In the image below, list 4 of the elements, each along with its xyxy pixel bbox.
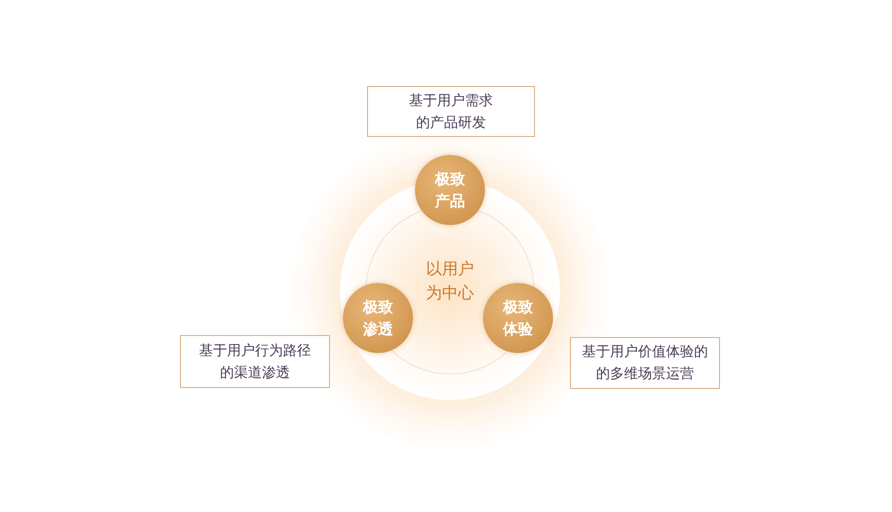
text-box: 基于用户价值体验的的多维场景运营 — [570, 337, 720, 389]
text-box: 基于用户需求的产品研发 — [367, 86, 535, 137]
text-box: 基于用户行为路径的渠道渗透 — [180, 335, 330, 388]
circle-badge: 极致产品 — [415, 155, 485, 225]
